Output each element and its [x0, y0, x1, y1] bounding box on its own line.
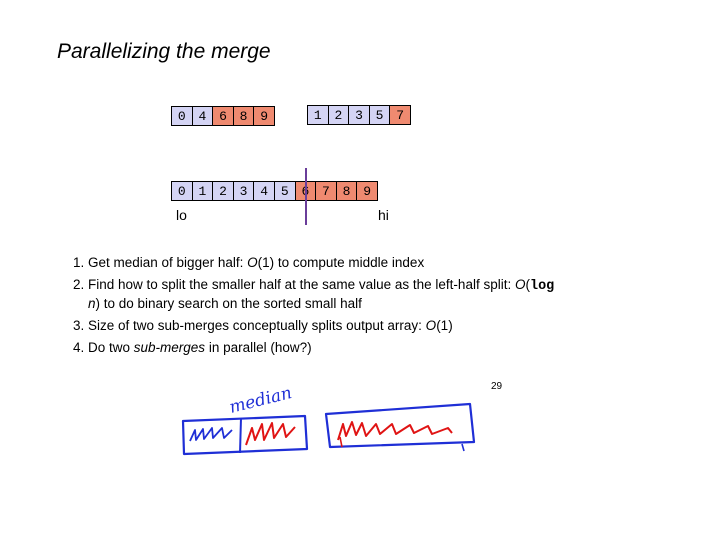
- steps-list: Get median of bigger half: O(1) to compu…: [52, 254, 558, 361]
- red-scribble-left: [245, 422, 296, 446]
- page-number: 29: [491, 381, 503, 392]
- left-sketch-box: [181, 414, 309, 456]
- array-cell: 9: [253, 106, 275, 126]
- step-1: Get median of bigger half: O(1) to compu…: [88, 254, 558, 271]
- array-cell: 3: [232, 181, 255, 201]
- step-4: Do two sub-merges in parallel (how?): [88, 339, 558, 356]
- step-2: Find how to split the smaller half at th…: [88, 276, 558, 312]
- median-handwriting: median: [227, 383, 294, 418]
- output-array: 0123456789: [171, 181, 378, 201]
- step-3: Size of two sub-merges conceptually spli…: [88, 317, 558, 334]
- array-cell: 7: [389, 105, 411, 125]
- slide-title: Parallelizing the merge: [57, 40, 271, 63]
- blue-scribble: [189, 427, 233, 442]
- hi-label: hi: [378, 207, 389, 223]
- array-cell: 9: [356, 181, 378, 201]
- lo-label: lo: [176, 207, 187, 223]
- red-scribble-right: [337, 421, 453, 441]
- array-cell: 1: [191, 181, 214, 201]
- array-cell: 6: [212, 106, 234, 126]
- split-divider-line: [305, 168, 307, 225]
- right-sketch-box: [324, 402, 476, 449]
- left-sketch-split-line: [239, 417, 242, 454]
